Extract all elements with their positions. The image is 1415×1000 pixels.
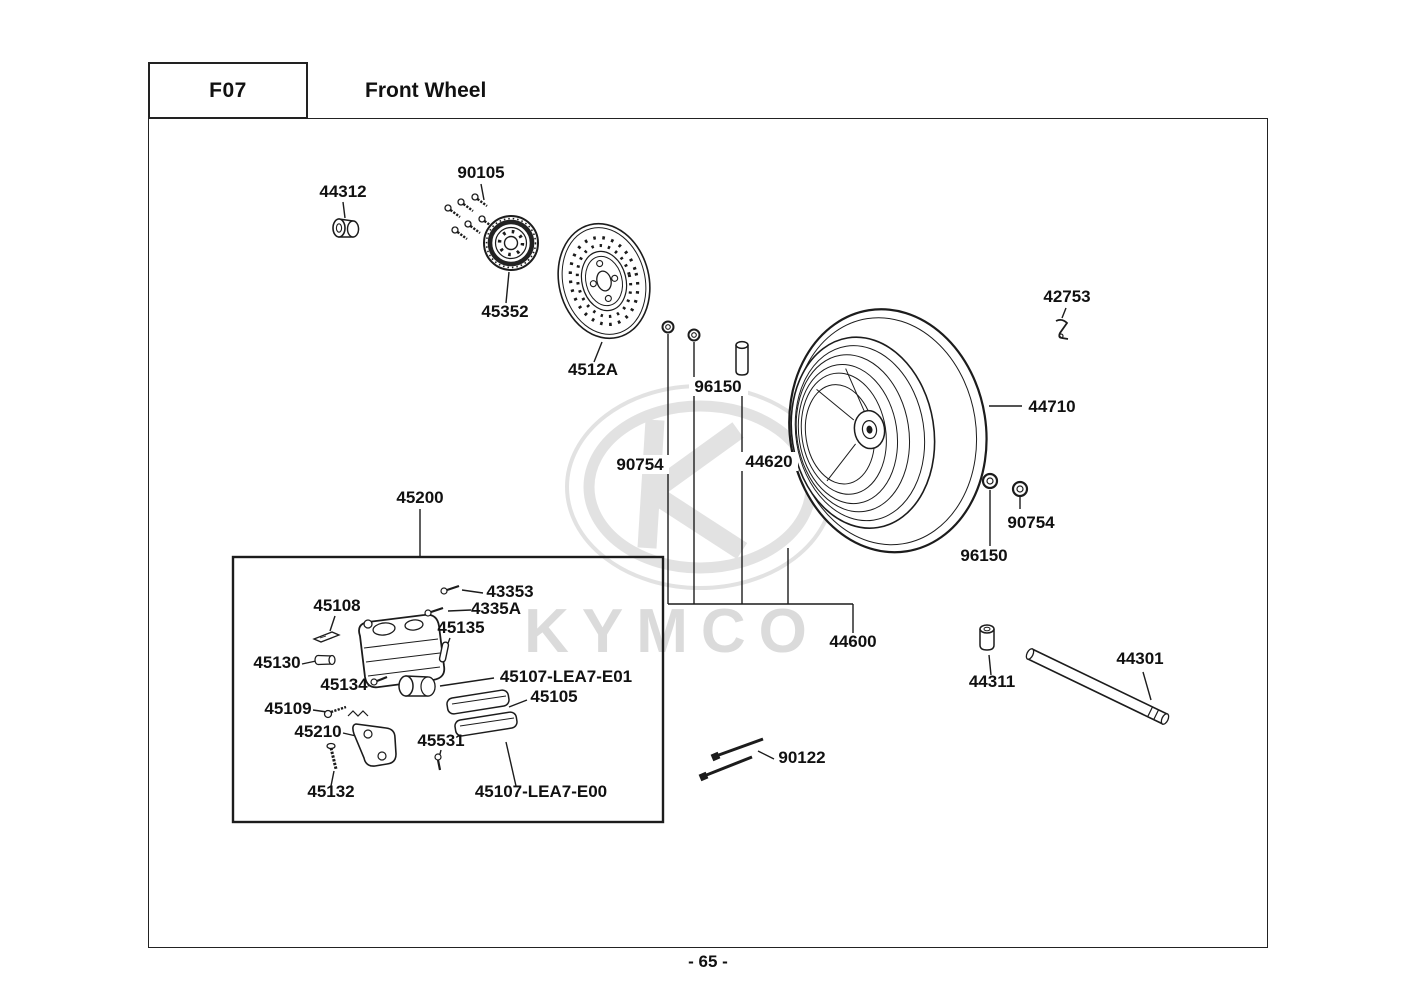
washer-96150-right-drawing — [981, 472, 999, 490]
part-label-45132: 45132 — [307, 782, 354, 801]
part-label-44311: 44311 — [969, 672, 1015, 691]
part-label-96150-right: 96150 — [960, 546, 1007, 565]
washer-90754-left-drawing — [661, 320, 675, 334]
part-label-45108: 45108 — [313, 596, 360, 615]
bolt-45531-drawing — [434, 753, 442, 771]
part-label-42753: 42753 — [1043, 287, 1090, 306]
part-label-45134: 45134 — [320, 675, 368, 694]
bolt-4335A-drawing — [424, 606, 444, 617]
part-label-90122: 90122 — [778, 748, 825, 767]
bolt-45132-drawing — [326, 742, 338, 770]
washer-96150-left-drawing — [687, 328, 701, 342]
page-number: - 65 - — [688, 952, 728, 971]
bolt-45134-drawing — [370, 675, 388, 686]
part-label-90105: 90105 — [457, 163, 504, 182]
part-label-45531: 45531 — [417, 731, 464, 750]
spring-clip-drawing — [347, 710, 369, 717]
bracket-45210-drawing — [352, 723, 397, 767]
part-label-44301: 44301 — [1116, 649, 1163, 668]
part-label-96150-left: 96150 — [694, 377, 741, 396]
brake-disc-4512A-drawing — [557, 222, 651, 340]
part-label-90754-right: 90754 — [1007, 513, 1055, 532]
piston-45107-E01-drawing — [398, 675, 436, 697]
boot-45130-drawing — [314, 654, 336, 666]
part-label-45135: 45135 — [437, 618, 484, 637]
bolt-set-90105-drawing — [444, 193, 495, 240]
disc-hub-45352-drawing — [483, 215, 539, 271]
part-label-4335A: 4335A — [471, 599, 521, 618]
part-label-44600: 44600 — [829, 632, 876, 651]
brake-pads-45105-drawing — [446, 689, 518, 737]
part-label-45130: 45130 — [253, 653, 300, 672]
collar-44620-drawing — [735, 340, 749, 376]
part-label-45107-LEA7-E01: 45107-LEA7-E01 — [500, 667, 632, 686]
part-label-44312: 44312 — [319, 182, 366, 201]
watermark-text: KYMCO — [524, 597, 820, 666]
bushing-44312-drawing — [332, 218, 360, 238]
pad-shim-45108-drawing — [312, 631, 341, 643]
bolt-43353-drawing — [440, 584, 460, 595]
bushing-44311-drawing — [979, 624, 995, 651]
part-label-90754-left: 90754 — [616, 455, 664, 474]
part-label-44620: 44620 — [745, 452, 792, 471]
part-label-43353: 43353 — [486, 582, 533, 601]
part-label-44710: 44710 — [1028, 397, 1075, 416]
part-label-45210: 45210 — [294, 722, 341, 741]
part-label-45105: 45105 — [530, 687, 577, 706]
clip-42753-drawing — [1055, 318, 1069, 340]
caliper-body-drawing — [358, 613, 446, 689]
section-code-box: F07 — [148, 62, 308, 119]
label-backplates — [612, 377, 798, 474]
caliper-assembly-box — [231, 555, 665, 824]
axle-44301-drawing — [1025, 648, 1170, 725]
washer-90754-right-drawing — [1011, 480, 1029, 498]
bolt-set-90122-drawing — [698, 737, 764, 782]
bolt-45109-drawing — [323, 705, 347, 719]
pin-45135-drawing — [438, 641, 450, 663]
part-label-45200: 45200 — [396, 488, 443, 507]
part-label-4512A: 4512A — [568, 360, 618, 379]
section-code: F07 — [209, 78, 247, 102]
part-label-45352: 45352 — [481, 302, 528, 321]
page-title: Front Wheel — [365, 78, 487, 102]
part-label-45107-LEA7-E00: 45107-LEA7-E00 — [475, 782, 607, 801]
front-wheel-44600-drawing — [788, 308, 988, 554]
part-label-45109: 45109 — [264, 699, 311, 718]
